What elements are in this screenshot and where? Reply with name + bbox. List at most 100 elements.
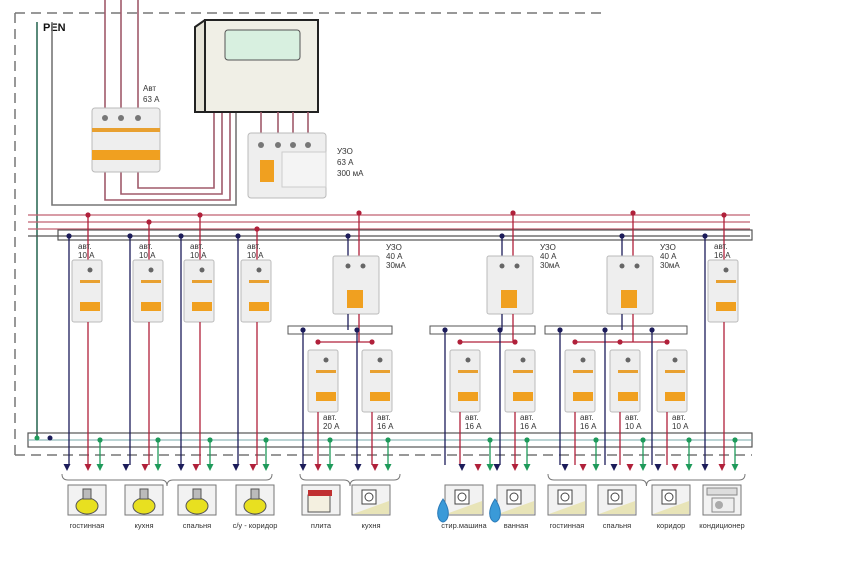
incoming-wires [51,0,237,206]
group-brace [547,473,746,487]
terminal-dot [617,339,623,345]
phase-arrow-icon [718,464,726,471]
load-label: ванная [504,521,529,530]
neutral-arrow-icon [232,464,240,471]
group-brace [61,473,273,487]
breaker-rating: 10 А [139,251,156,260]
circuit-breaker[interactable] [449,349,481,413]
main-breaker-rating: 63 А [143,95,160,104]
sub-neutral-bus [287,325,393,335]
breaker-label: авт. [625,413,639,422]
breaker-label: авт. [190,242,204,251]
main-breaker-label: Авт [143,84,156,93]
rcd-device[interactable] [486,255,534,315]
main-breaker[interactable] [91,107,161,173]
terminal-dot [686,437,692,443]
floor-icon [599,501,635,514]
load-lamp: спальня [177,484,217,530]
earth-arrow-icon [154,464,162,471]
phase-busbars [28,214,750,230]
breaker-rating: 16 А [714,251,731,260]
group-brace [299,473,401,487]
load-aircon: кондиционер [699,484,745,530]
phase-arrow-icon [626,464,634,471]
floor-icon [653,501,689,514]
terminal-dot [369,339,375,345]
load-label: кухня [361,521,380,530]
breaker-rating: 20 А [323,422,340,431]
socket-icon [506,489,522,505]
terminal-dot [630,210,636,216]
earth-arrow-icon [639,464,647,471]
lamp-socket-icon [82,488,92,500]
earth-arrow-icon [262,464,270,471]
floor-icon [498,501,534,514]
earth-arrow-icon [96,464,104,471]
terminal-dot [512,339,518,345]
terminal-dot [499,233,505,239]
terminal-dot [300,327,306,333]
terminal-dot [66,233,72,239]
breaker-rating: 10 А [78,251,95,260]
load-lamp: гостинная [67,484,107,530]
terminal-dot [619,233,625,239]
circuit-breaker[interactable] [609,349,641,413]
phase-arrow-icon [249,464,257,471]
load-label: спальня [603,521,631,530]
load-label: коридор [657,521,686,530]
rcd-device[interactable] [606,255,654,315]
circuit-breaker[interactable] [707,259,739,323]
breaker-label: авт. [465,413,479,422]
earth-arrow-icon [685,464,693,471]
lamp-icon [75,497,99,515]
terminal-dot [97,437,103,443]
neutral-arrow-icon [177,464,185,471]
main-rcd[interactable] [247,132,327,199]
socket-icon [557,489,573,505]
rcd-device[interactable] [332,255,380,315]
circuit-breaker[interactable] [307,349,339,413]
fan-icon [715,501,723,509]
circuit-breaker[interactable] [71,259,103,323]
load-terminals [654,437,693,471]
sub-circuit: авт.16 А [354,327,394,465]
earth-arrow-icon [206,464,214,471]
stove-icon [307,494,331,513]
breaker-label: авт. [78,242,92,251]
circuit-breaker[interactable] [183,259,215,323]
phase-arrow-icon [141,464,149,471]
load-label: гостинная [70,521,105,530]
terminal-dot [593,437,599,443]
sub-neutral-bus [544,325,688,335]
circuit-breaker[interactable] [504,349,536,413]
load-terminals [610,437,647,471]
earth-arrow-icon [384,464,392,471]
terminal-dot [510,210,516,216]
terminal-dot [702,233,708,239]
neutral-arrow-icon [122,464,130,471]
phase-arrow-icon [511,464,519,471]
neutral-arrow-icon [610,464,618,471]
terminal-dot [207,437,213,443]
sub-circuit: авт.16 А [557,327,597,465]
lamp-socket-icon [192,488,202,500]
circuit-breaker[interactable] [132,259,164,323]
terminal-dot [664,339,670,345]
rcd-sensitivity: 30мА [660,261,680,270]
load-terminals [232,437,270,471]
top-circuit: авт.16 А [702,212,739,465]
neutral-bus-box [57,229,753,241]
circuit-breaker[interactable] [656,349,688,413]
socket-hole-icon [560,492,570,502]
circuit-breaker[interactable] [564,349,596,413]
circuit-breaker[interactable] [240,259,272,323]
breaker-label: авт. [247,242,261,251]
neutral-arrow-icon [561,464,569,471]
load-terminals [354,437,392,471]
circuit-breaker[interactable] [361,349,393,413]
aircon-indoor-icon [706,487,738,496]
terminal-dot [263,437,269,443]
